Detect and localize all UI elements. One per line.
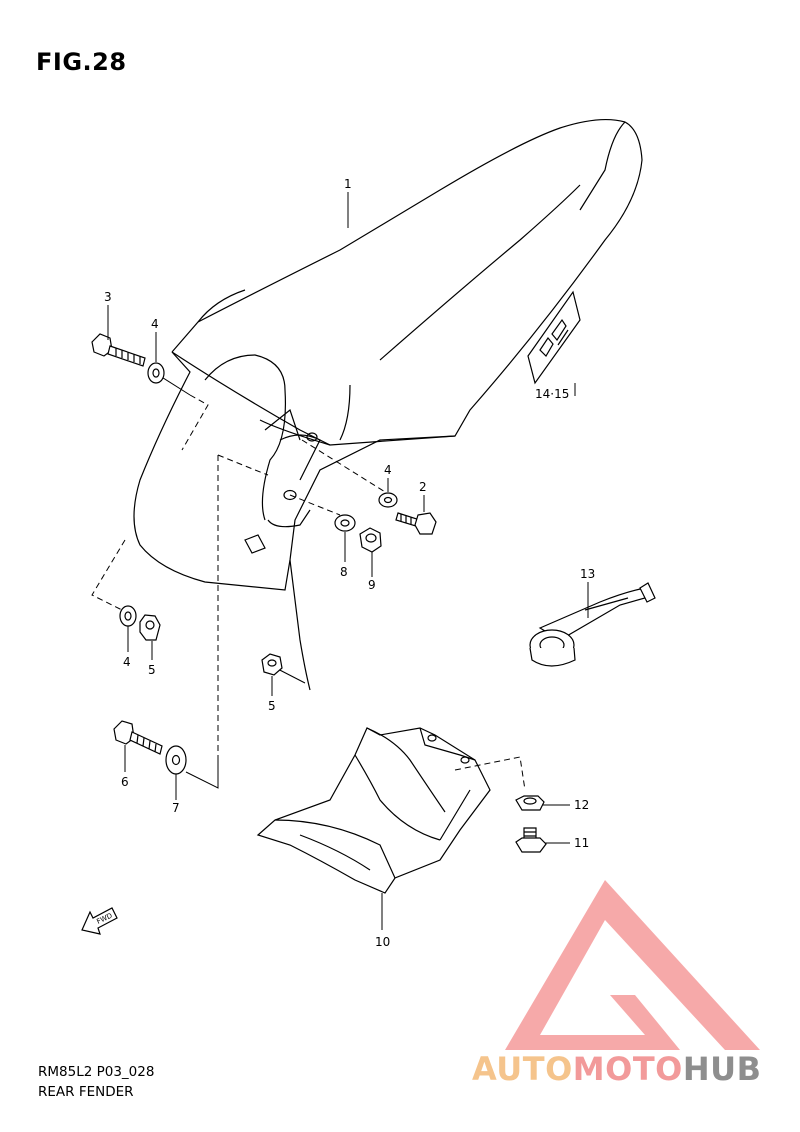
washer-part4-top (147, 362, 165, 384)
nut-part5-left (139, 614, 161, 641)
callout-7: 7 (172, 801, 180, 815)
callout-4-right: 4 (384, 463, 392, 477)
decal-part14-15 (527, 290, 581, 385)
callout-leaders (107, 192, 589, 800)
callout-4-left: 4 (123, 655, 131, 669)
callout-14-15: 14·15 (535, 387, 569, 401)
bolt-part11 (515, 827, 547, 853)
figure-name: REAR FENDER (38, 1084, 134, 1100)
callout-4-top: 4 (151, 317, 159, 331)
washer-part8 (334, 514, 356, 532)
washer-part7 (165, 745, 187, 775)
bolt-part3 (91, 333, 146, 367)
callout-3: 3 (104, 290, 112, 304)
callout-2: 2 (419, 480, 427, 494)
callout-9: 9 (368, 578, 376, 592)
nut-part5-middle (261, 653, 283, 676)
leader-lines-solid (159, 375, 576, 930)
bolt-part2 (395, 512, 437, 535)
fwd-arrow-icon: FWD (81, 907, 118, 935)
callout-11: 11 (574, 836, 589, 850)
rear-fender (133, 118, 643, 591)
watermark-hub: HUB (682, 1050, 762, 1088)
watermark-text: AUTOMOTOHUB (472, 1050, 762, 1088)
callout-8: 8 (340, 565, 348, 579)
fender-tail-section (289, 559, 311, 691)
washer-part4-right (378, 492, 398, 508)
watermark-moto: MOTO (572, 1050, 683, 1088)
watermark-logo (505, 880, 760, 1050)
callout-12: 12 (574, 798, 589, 812)
figure-title: FIG.28 (36, 48, 127, 76)
bolt-part6 (113, 720, 163, 755)
callout-6: 6 (121, 775, 129, 789)
nut-part12 (515, 795, 545, 811)
washer-part4-left (119, 605, 137, 627)
tool-part13 (529, 582, 656, 667)
watermark-auto: AUTO (472, 1050, 573, 1088)
callout-5-middle: 5 (268, 699, 276, 713)
callout-1: 1 (344, 177, 352, 191)
callout-10: 10 (375, 935, 390, 949)
callout-numbers: 1 2 3 4 4 4 5 5 6 7 8 9 10 11 12 13 14·1… (104, 177, 595, 949)
callout-5-left: 5 (148, 663, 156, 677)
nut-part9 (359, 527, 382, 553)
leader-lines-dashed (91, 394, 526, 791)
figure-code: RM85L2 P03_028 (38, 1064, 155, 1080)
callout-13: 13 (580, 567, 595, 581)
mudguard-part10 (256, 727, 491, 894)
